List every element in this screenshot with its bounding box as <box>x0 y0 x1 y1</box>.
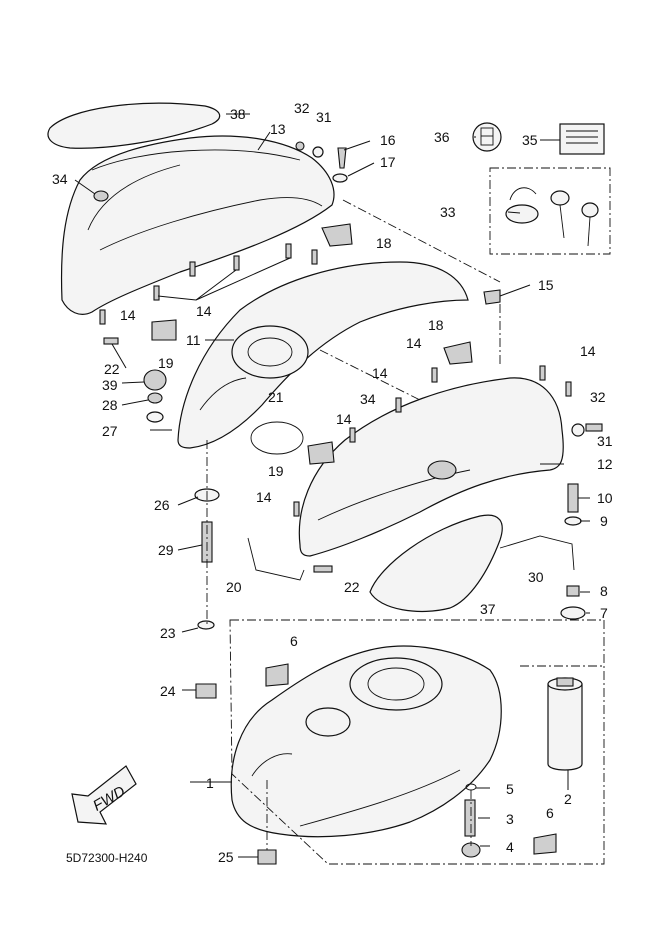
callout-30: 30 <box>528 569 544 585</box>
callout-14c: 14 <box>406 335 422 351</box>
callout-15: 15 <box>538 277 554 293</box>
callout-25: 25 <box>218 849 234 865</box>
callout-17: 17 <box>380 154 396 170</box>
callout-14f: 14 <box>256 489 272 505</box>
callout-21: 21 <box>268 389 284 405</box>
callout-8: 8 <box>600 583 608 599</box>
callout-36: 36 <box>434 129 450 145</box>
callout-38: 38 <box>230 106 246 122</box>
part-catalog-icon-36 <box>472 122 502 152</box>
callout-22a: 22 <box>104 361 120 377</box>
callout-12: 12 <box>597 456 613 472</box>
callout-39: 39 <box>102 377 118 393</box>
callout-34b: 34 <box>360 391 376 407</box>
leader-lines <box>74 113 590 858</box>
callout-18b: 18 <box>428 317 444 333</box>
callout-20: 20 <box>226 579 242 595</box>
fuel-tank-1 <box>230 645 502 838</box>
diagram-code: 5D72300-H240 <box>66 851 148 865</box>
callout-10: 10 <box>597 490 613 506</box>
callout-23: 23 <box>160 625 176 641</box>
key-set-box-33 <box>489 167 611 255</box>
callout-6b: 6 <box>546 805 554 821</box>
callout-6a: 6 <box>290 633 298 649</box>
callout-14g: 14 <box>580 343 596 359</box>
callout-32b: 32 <box>590 389 606 405</box>
callout-35: 35 <box>522 132 538 148</box>
callout-7: 7 <box>600 605 608 621</box>
callout-16: 16 <box>380 132 396 148</box>
callout-11: 11 <box>186 332 201 348</box>
callout-22b: 22 <box>344 579 360 595</box>
callout-26: 26 <box>154 497 170 513</box>
callout-33: 33 <box>440 204 456 220</box>
tank-cover-13 <box>60 135 335 315</box>
small-parts <box>99 141 603 865</box>
callout-28: 28 <box>102 397 118 413</box>
callout-31a: 31 <box>316 109 332 125</box>
fwd-arrow: FWD <box>71 765 137 825</box>
callout-13: 13 <box>270 121 286 137</box>
callout-19a: 19 <box>158 355 174 371</box>
tank-pad-38 <box>47 102 221 149</box>
callout-31b: 31 <box>597 433 613 449</box>
tank-side-cover-11 <box>177 261 469 449</box>
label-card-icon-35 <box>559 123 605 155</box>
callout-29: 29 <box>158 542 174 558</box>
callout-34a: 34 <box>52 171 68 187</box>
callout-3: 3 <box>506 811 514 827</box>
side-pad-37 <box>369 514 503 613</box>
callout-14d: 14 <box>372 365 388 381</box>
callout-5: 5 <box>506 781 514 797</box>
callout-2: 2 <box>564 791 572 807</box>
callout-37: 37 <box>480 601 496 617</box>
fuel-pump-2 <box>547 677 583 771</box>
callout-19b: 19 <box>268 463 284 479</box>
callout-14a: 14 <box>120 307 136 323</box>
fuel-cap-keys-33 <box>505 187 599 247</box>
callout-18a: 18 <box>376 235 392 251</box>
callout-4: 4 <box>506 839 514 855</box>
callout-24: 24 <box>160 683 176 699</box>
callout-27: 27 <box>102 423 118 439</box>
callout-14e: 14 <box>336 411 352 427</box>
tank-center-cover-12 <box>298 377 564 557</box>
callout-1: 1 <box>206 775 214 791</box>
callout-32a: 32 <box>294 100 310 116</box>
callout-labels: 1 2 3 4 5 6 6 7 8 9 10 11 12 13 14 14 14… <box>52 100 613 865</box>
callout-9: 9 <box>600 513 608 529</box>
callout-14b: 14 <box>196 303 212 319</box>
assembly-lines <box>206 199 605 865</box>
